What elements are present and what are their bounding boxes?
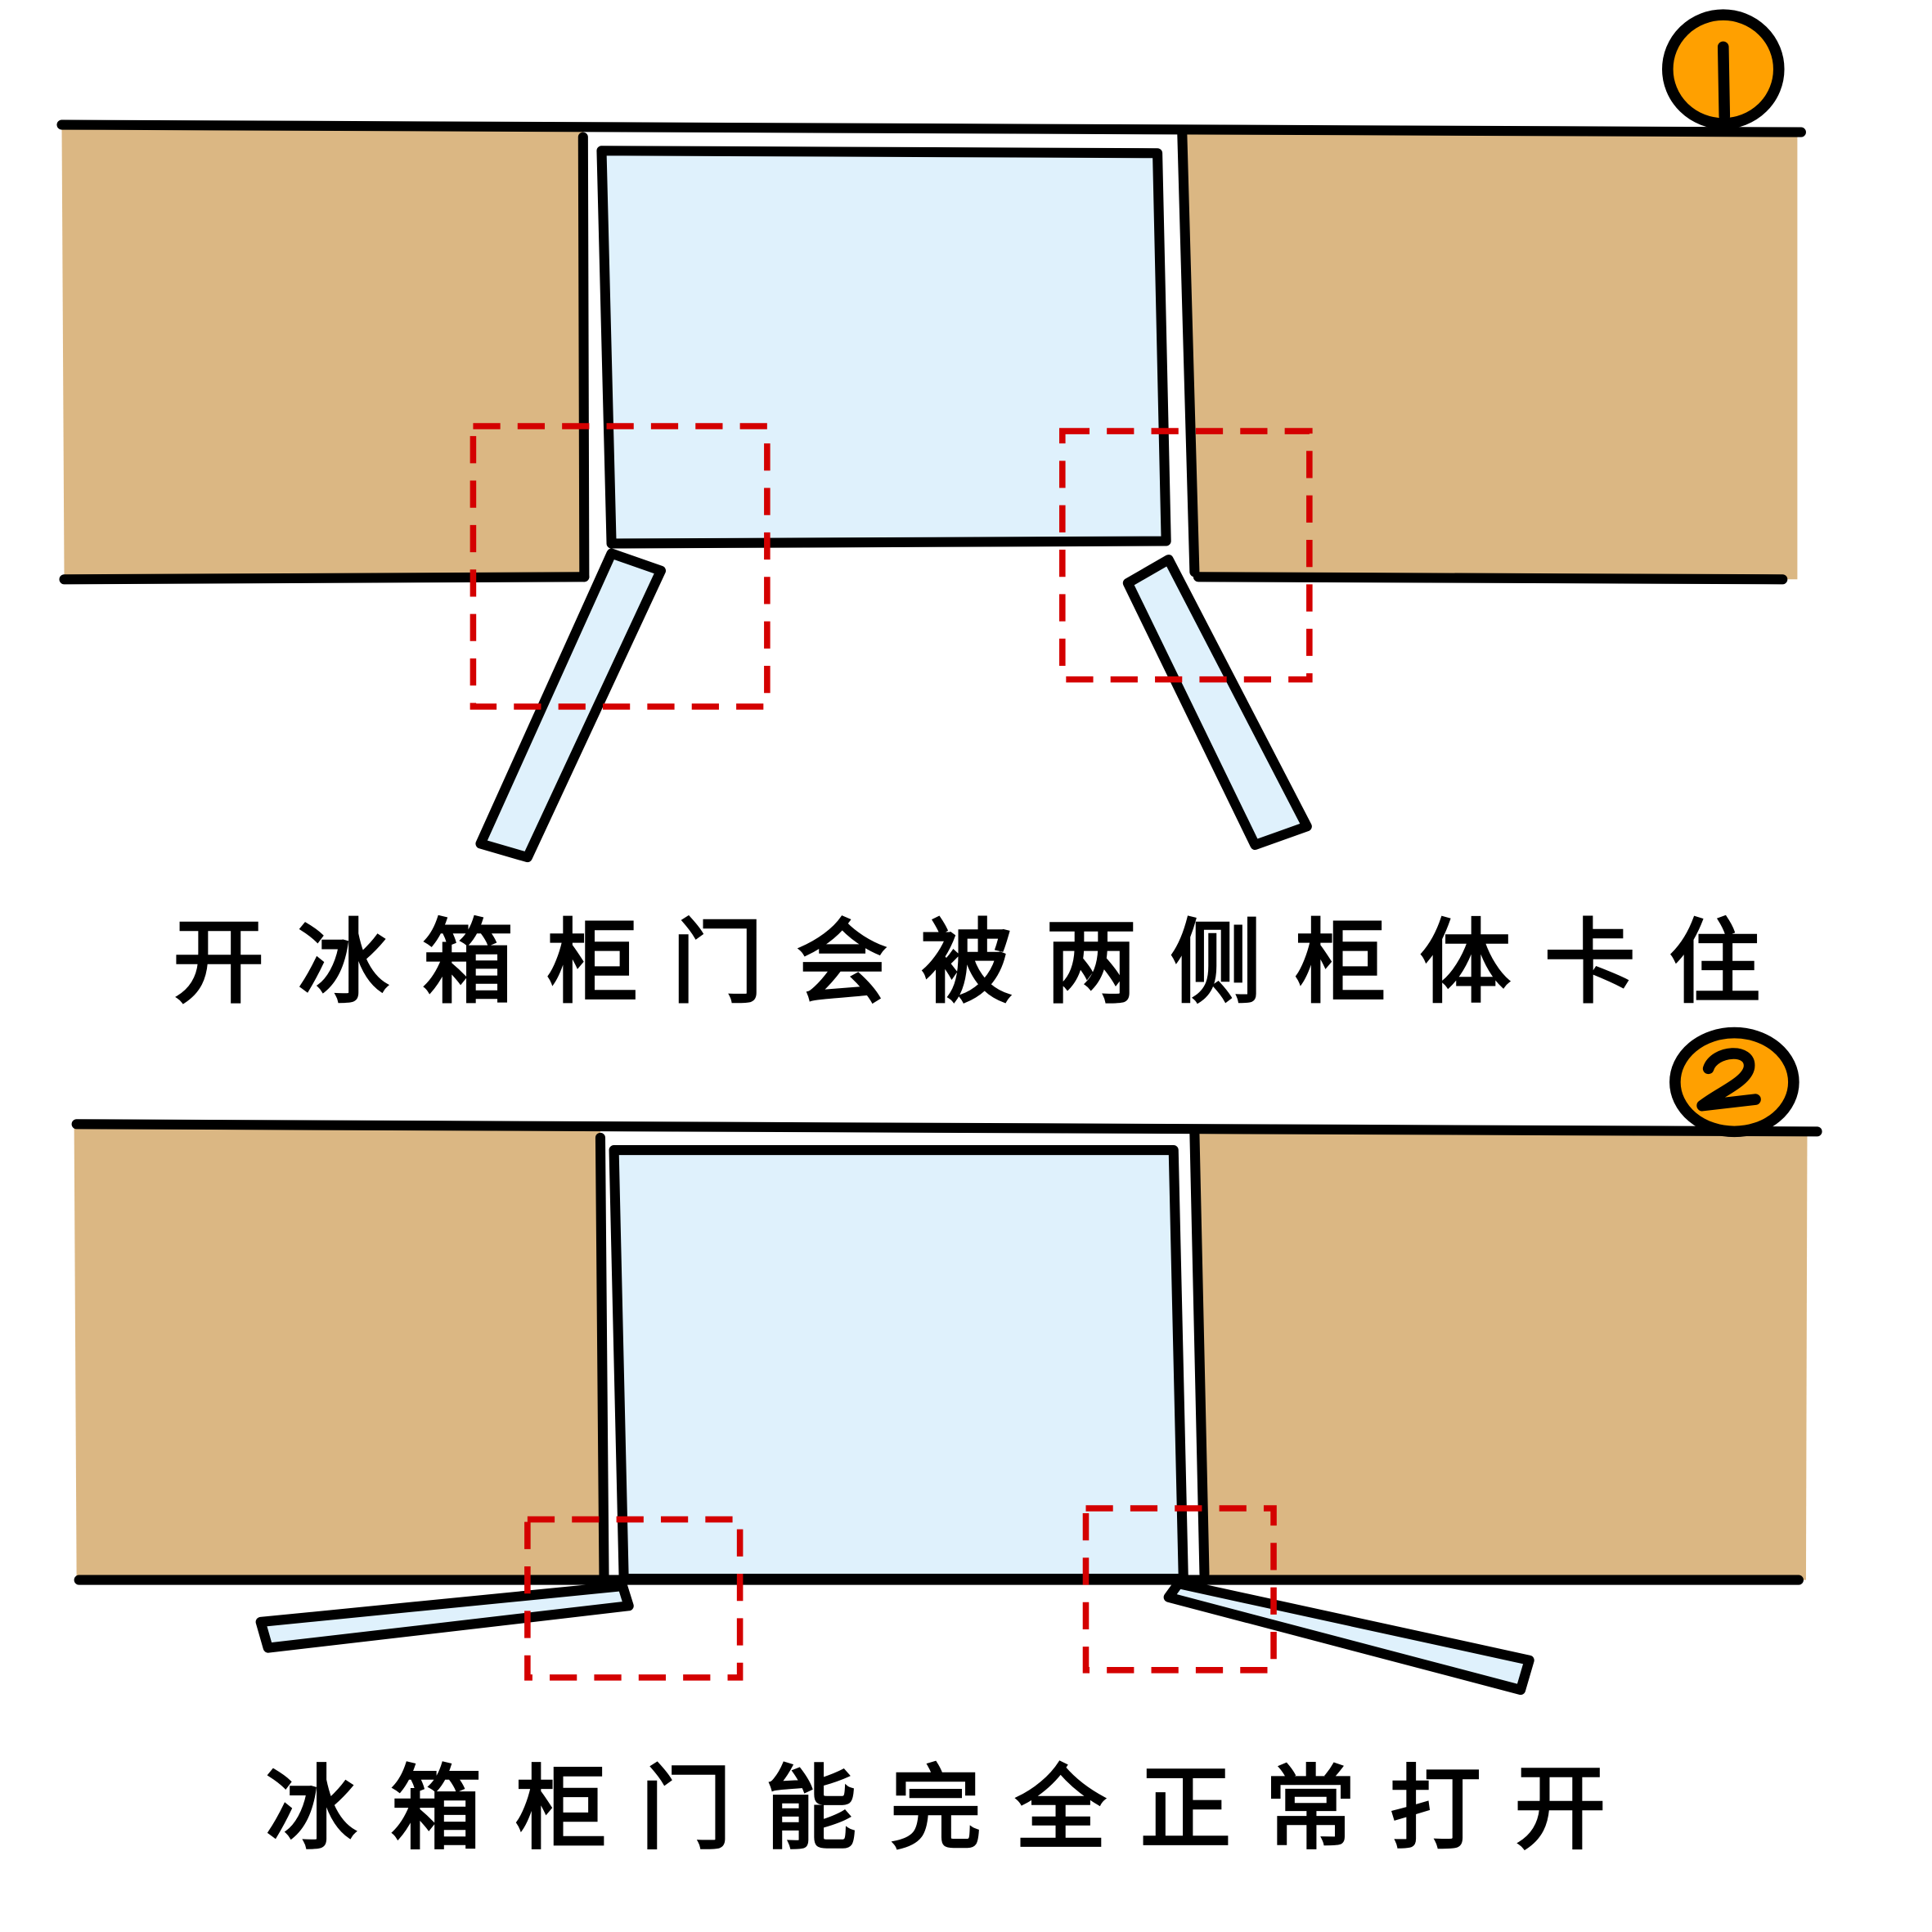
left-hinge-highlight-box bbox=[524, 1516, 744, 1681]
right-hinge-highlight-box bbox=[1082, 1505, 1277, 1674]
right-hinge-highlight-box bbox=[1059, 428, 1313, 683]
cabinet-top-line bbox=[71, 1119, 1822, 1137]
left-hinge-highlight-box bbox=[470, 423, 771, 710]
fridge-right-door-blocked bbox=[1122, 555, 1312, 851]
right-niche-wall bbox=[1177, 128, 1200, 577]
fridge-body bbox=[596, 146, 1171, 549]
right-cabinet-bottom-line bbox=[1193, 572, 1788, 585]
right-cabinet bbox=[1182, 132, 1798, 580]
number-one-icon bbox=[1717, 41, 1731, 122]
right-niche-wall bbox=[1189, 1127, 1210, 1579]
badge-number: 1 bbox=[1723, 69, 1724, 70]
step-badge-1: 1 bbox=[1662, 9, 1785, 129]
step-badge-2: 2 bbox=[1669, 1027, 1799, 1138]
left-niche-wall bbox=[577, 132, 590, 582]
caption-panel-2: 冰箱柜门能完全正常打开 bbox=[266, 1756, 1606, 1862]
badge-number: 2 bbox=[1734, 1081, 1735, 1083]
panel-1: 1 开冰箱柜门会被两侧柜体卡住 bbox=[56, 9, 1806, 1017]
left-cabinet bbox=[74, 1126, 603, 1580]
right-cabinet bbox=[1195, 1132, 1808, 1580]
number-two-icon bbox=[1696, 1048, 1761, 1112]
panel-2: 2 冰箱柜门能完全正常打开 bbox=[71, 1027, 1822, 1862]
left-cabinet bbox=[61, 127, 583, 580]
caption-panel-1: 开冰箱柜门会被两侧柜体卡住 bbox=[173, 910, 1760, 1017]
fridge-body bbox=[609, 1144, 1188, 1584]
left-cabinet-bottom-line bbox=[59, 572, 590, 585]
fridge-left-door-open bbox=[255, 1581, 634, 1653]
cabinet-top-line bbox=[56, 119, 1806, 137]
left-niche-wall bbox=[595, 1132, 609, 1584]
fridge-right-door-open bbox=[1163, 1579, 1534, 1696]
